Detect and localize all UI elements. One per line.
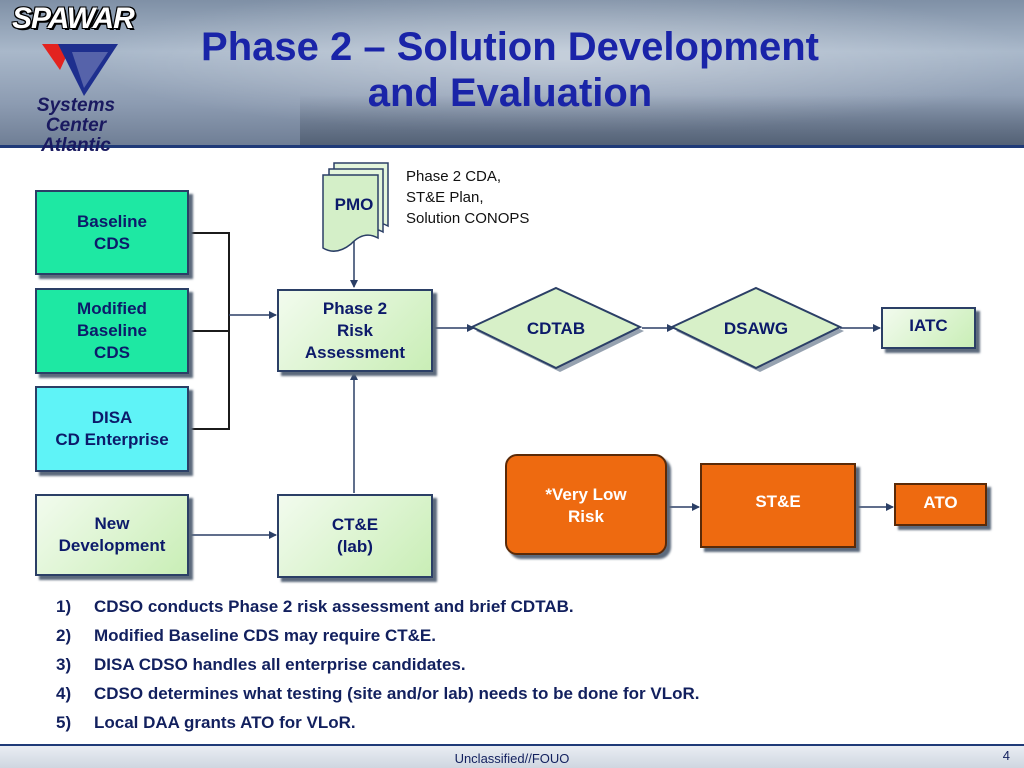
baseline-cds-line-2: CDS xyxy=(94,233,130,253)
pmo-note-line-1: Phase 2 CDA, xyxy=(406,168,502,185)
modified-baseline-cds-line-1: Modified xyxy=(77,299,147,318)
phase2-line-2: Risk xyxy=(337,320,373,340)
pmo-documents-icon xyxy=(322,162,389,252)
logo-subtitle: Systems Center Atlantic xyxy=(6,96,146,156)
phase2-risk-assessment-box: Phase 2 Risk Assessment xyxy=(277,289,433,372)
list-item-text: CDSO conducts Phase 2 risk assessment an… xyxy=(94,597,574,616)
pmo-note: Phase 2 CDA, ST&E Plan, Solution CONOPS xyxy=(406,166,529,229)
header-divider xyxy=(0,145,1024,148)
title-line-2: and Evaluation xyxy=(367,71,653,115)
list-item: 5) Local DAA grants ATO for VLoR. xyxy=(56,708,699,737)
list-item-number: 5) xyxy=(56,713,72,732)
list-item: 3) DISA CDSO handles all enterprise candi… xyxy=(56,650,699,679)
ato-label: ATO xyxy=(923,493,958,512)
iatc-box: IATC xyxy=(881,307,976,349)
ato-box: ATO xyxy=(894,483,987,526)
disa-cd-enterprise-line-2: CD Enterprise xyxy=(55,430,169,449)
phase2-line-1: Phase 2 xyxy=(322,298,388,318)
classification-label: Unclassified//FOUO xyxy=(454,751,570,766)
new-development-box: New Development xyxy=(35,494,189,576)
ste-box: ST&E xyxy=(700,463,856,548)
very-low-risk-line-2: Risk xyxy=(568,507,604,526)
diagram-connectors: PMO CDTAB DSAWG xyxy=(189,162,894,539)
modified-baseline-cds-line-3: CDS xyxy=(94,343,130,362)
cte-line-1: CT&E xyxy=(331,515,379,534)
disa-cd-enterprise-box: DISA CD Enterprise xyxy=(35,386,189,472)
logo-wordmark: SPAWAR xyxy=(12,2,135,35)
logo-line-2: Atlantic xyxy=(41,135,111,156)
cdtab-label: CDTAB xyxy=(527,319,585,338)
phase2-line-3: Assessment xyxy=(304,342,406,362)
logo-line-1: Systems Center xyxy=(36,95,116,136)
pmo-label: PMO xyxy=(335,195,374,214)
cte-lab-box: CT&E (lab) xyxy=(277,494,433,578)
cdtab-diamond xyxy=(469,286,644,372)
dsawg-diamond xyxy=(669,286,844,372)
disa-cd-enterprise-line-1: DISA xyxy=(91,408,133,427)
list-item-text: CDSO determines what testing (site and/o… xyxy=(94,684,700,703)
page-title: Phase 2 – Solution Development and Evalu… xyxy=(140,24,880,116)
list-item: 2) Modified Baseline CDS may require CT&E… xyxy=(56,621,699,650)
list-item-text: DISA CDSO handles all enterprise candida… xyxy=(94,655,466,674)
notes-list: 1) CDSO conducts Phase 2 risk assessment … xyxy=(56,592,699,737)
header-ships-backdrop xyxy=(300,95,1024,147)
page-number: 4 xyxy=(1002,748,1010,763)
list-item-number: 3) xyxy=(56,655,72,674)
very-low-risk-box: *Very Low Risk xyxy=(505,454,667,555)
modified-baseline-cds-box: Modified Baseline CDS xyxy=(35,288,189,374)
cte-line-2: (lab) xyxy=(337,537,373,556)
footer-divider xyxy=(0,744,1024,746)
header-banner xyxy=(0,0,1024,147)
dsawg-label: DSAWG xyxy=(724,319,788,338)
very-low-risk-line-1: *Very Low xyxy=(545,485,627,504)
pmo-note-line-3: Solution CONOPS xyxy=(406,210,530,227)
title-line-1: Phase 2 – Solution Development xyxy=(201,25,819,69)
baseline-cds-line-1: Baseline xyxy=(77,211,147,231)
modified-baseline-cds-line-2: Baseline xyxy=(77,321,147,340)
list-item-text: Local DAA grants ATO for VLoR. xyxy=(94,713,356,732)
list-item-number: 4) xyxy=(56,684,72,703)
list-item: 4) CDSO determines what testing (site and… xyxy=(56,679,699,708)
pmo-note-line-2: ST&E Plan, xyxy=(406,189,484,206)
list-item: 1) CDSO conducts Phase 2 risk assessment … xyxy=(56,592,699,621)
footer-bar xyxy=(0,746,1024,768)
spawar-logo: SPAWAR Systems Center Atlantic xyxy=(0,0,150,156)
baseline-cds-box: Baseline CDS xyxy=(35,190,189,275)
list-item-text: Modified Baseline CDS may require CT&E. xyxy=(94,626,436,645)
ste-label: ST&E xyxy=(755,492,801,511)
spawar-logo-icon xyxy=(42,44,118,96)
list-item-number: 1) xyxy=(56,597,72,616)
list-item-number: 2) xyxy=(56,626,72,645)
iatc-label: IATC xyxy=(909,316,948,335)
new-development-line-2: Development xyxy=(58,536,166,555)
new-development-line-1: New xyxy=(94,514,130,533)
bracket-connector xyxy=(189,232,230,430)
